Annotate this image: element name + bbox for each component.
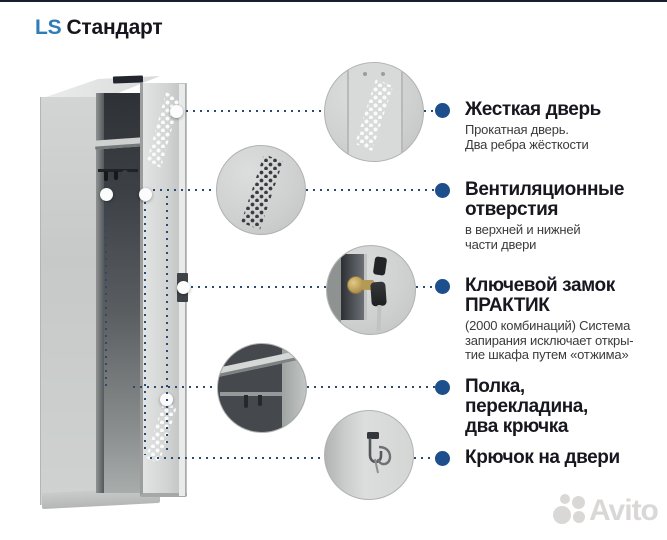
- feature-desc-line: Прокатная дверь.: [465, 122, 569, 137]
- leader-line: [191, 286, 326, 288]
- locker-hook-icon: [104, 171, 108, 181]
- leader-line: [186, 110, 324, 112]
- bullet-dot: [435, 103, 450, 118]
- anchor-marker-vents: [139, 188, 152, 201]
- feature-title: Полка, перекладина,два крючка: [465, 377, 648, 437]
- screw-icon: [381, 72, 385, 76]
- locker-rail-knob: [122, 170, 128, 176]
- key-shaft: [376, 304, 382, 332]
- key-lock-closeup: [326, 245, 416, 335]
- locker-side-panel: [40, 97, 96, 505]
- leader-line-vertical: [105, 202, 107, 388]
- feature-title-line: Крючок на двери: [465, 447, 620, 468]
- feature-title-line: два крючка: [465, 416, 569, 437]
- anchor-marker-body: [100, 188, 113, 201]
- title-model: Стандарт: [66, 16, 163, 39]
- leader-line: [153, 189, 216, 191]
- feature-desc-line: тие шкафа путем «отжима»: [465, 347, 629, 362]
- bullet-dot: [435, 183, 450, 198]
- leader-line: [424, 110, 436, 112]
- feature-desc-line: Два ребра жёсткости: [465, 136, 589, 152]
- avito-watermark-text: Avito: [589, 494, 659, 527]
- leader-line: [307, 386, 436, 388]
- avito-watermark: Avito: [551, 488, 667, 534]
- feature-title-line: Вентиляционные: [465, 179, 625, 200]
- key-icon: [372, 256, 388, 276]
- leader-line-vertical: [144, 202, 146, 455]
- locker-interior-wall: [96, 93, 104, 493]
- feature-desc-line: запирания исключает откры-: [465, 332, 634, 348]
- title-brand: LS: [35, 16, 62, 39]
- feature-desc-line: (2000 комбинаций) Система: [465, 318, 631, 333]
- locker-hook-icon: [114, 171, 118, 180]
- feature-title-line: Полка, перекладина,: [465, 376, 588, 417]
- key-fob-icon: [370, 281, 387, 307]
- leader-line: [306, 189, 436, 191]
- avito-logo-circle: [553, 506, 571, 524]
- hook-icon: [244, 395, 248, 408]
- bullet-dot: [435, 451, 450, 466]
- feature-title-line: Ключевой замок: [465, 275, 615, 296]
- door-exterior-closeup: [324, 62, 424, 162]
- avito-logo-circle: [572, 496, 585, 509]
- leader-line: [416, 286, 436, 288]
- avito-logo-circle: [560, 494, 570, 504]
- feature-desc-line: в верхней и нижней: [465, 222, 581, 237]
- feature-title: Крючок на двери: [465, 448, 648, 468]
- feature-desc: Прокатная дверь.Два ребра жёсткости: [465, 122, 648, 152]
- shelf-rail-closeup: [217, 343, 307, 433]
- feature-title: Жесткая дверь: [465, 100, 648, 120]
- screw-icon: [363, 72, 367, 76]
- feature-item: Крючок на двери: [433, 448, 648, 468]
- hook-icon: [258, 395, 262, 406]
- anchor-marker-door: [170, 105, 183, 118]
- feature-item: Жесткая дверь Прокатная дверь.Два ребра …: [433, 100, 648, 152]
- leader-line: [414, 457, 436, 459]
- bullet-dot: [435, 279, 450, 294]
- bullet-dot: [435, 380, 450, 395]
- leader-line: [150, 457, 324, 459]
- avito-logo-circle: [573, 511, 585, 523]
- locker-rail: [98, 169, 138, 172]
- brand-label: [112, 75, 144, 84]
- ventilation-holes-closeup: [216, 145, 306, 235]
- leader-line-vertical: [166, 196, 168, 455]
- feature-title-line: ПРАКТИК: [465, 295, 550, 316]
- anchor-marker-lock: [177, 281, 190, 294]
- closeup-rail: [220, 392, 282, 396]
- closeup-vent-holes: [241, 154, 283, 230]
- leader-line: [133, 386, 217, 388]
- feature-desc-line: части двери: [465, 236, 537, 252]
- feature-title-line: Жесткая дверь: [465, 99, 601, 120]
- lock-body: [362, 280, 374, 290]
- feature-title-line: отверстия: [465, 199, 559, 220]
- door-hook-closeup: [324, 410, 414, 500]
- closeup-door-frame: [327, 246, 341, 334]
- top-border-line: [0, 0, 667, 2]
- feature-item: Полка, перекладина,два крючка: [433, 377, 648, 437]
- wire-hook-icon: [367, 432, 392, 474]
